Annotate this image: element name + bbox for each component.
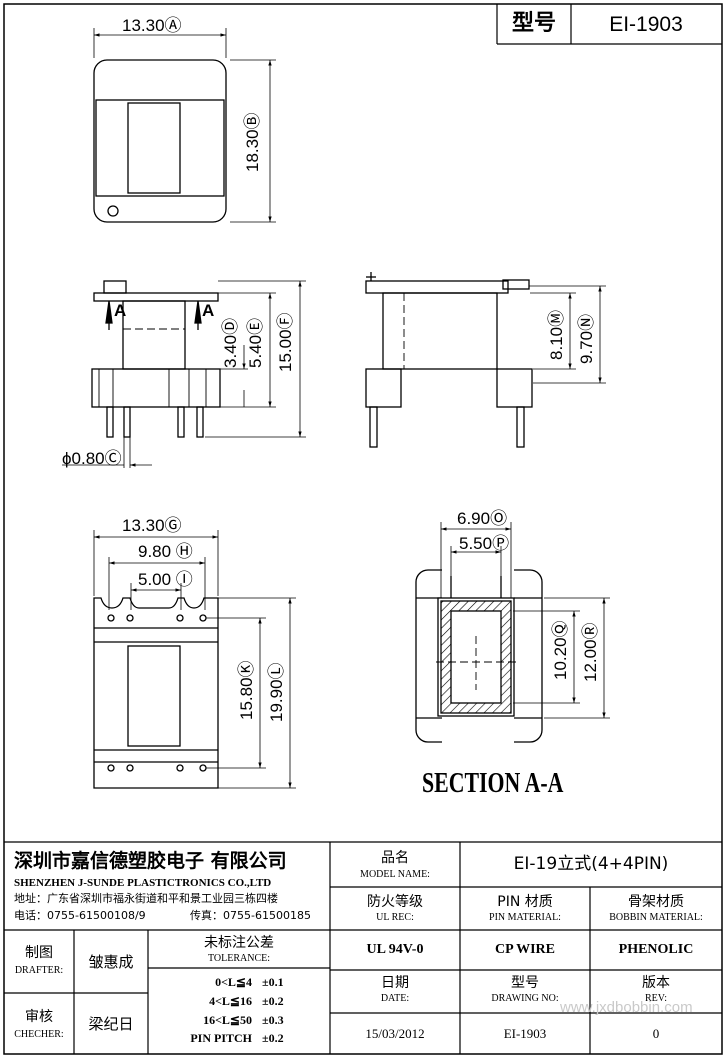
header-box — [496, 4, 722, 45]
checker-cn: 审核 — [25, 1009, 53, 1025]
drawing-no-en: DRAWING NO: — [491, 993, 559, 1004]
dim-q-label: 10.20Ⓠ — [551, 620, 570, 680]
checker-en: CHECHER: — [14, 1029, 64, 1040]
ul-rec-cn: 防火等级 — [367, 894, 423, 910]
tolerance-row: 16<L≦50 ±0.3 — [150, 1014, 328, 1031]
bobbin-material-en: BOBBIN MATERIAL: — [609, 912, 703, 923]
company-name-cn: 深圳市嘉信德塑胶电子 有限公司 — [14, 850, 287, 872]
date-en: DATE: — [380, 993, 410, 1004]
model-name-en: MODEL NAME: — [360, 869, 430, 880]
watermark: www.jxdbobbin.com — [560, 999, 693, 1016]
tolerance-row: 4<L≦16 ±0.2 — [150, 995, 328, 1012]
ul-rec-value: UL 94V-0 — [366, 942, 424, 957]
tolerance-range: 4<L≦16 — [209, 994, 252, 1008]
tolerance-range: 16<L≦50 — [203, 1013, 252, 1027]
pin-material-cn: PIN 材质 — [497, 894, 553, 910]
dim-g-label: 13.30Ⓖ — [122, 516, 182, 535]
company-address: 地址：广东省深圳市福永街道和平和景工业园三栋四楼 — [14, 892, 278, 905]
dim-f-label: 15.00Ⓕ — [276, 312, 295, 372]
tolerance-en: TOLERANCE: — [207, 953, 271, 964]
tolerance-row: PIN PITCH ±0.2 — [150, 1032, 328, 1049]
tolerance-row: 0<L≦4 ±0.1 — [150, 976, 328, 993]
company-fax: 传真：0755-61500185 — [190, 909, 311, 922]
date-value: 15/03/2012 — [365, 1026, 425, 1041]
pin-material-value: CP WIRE — [494, 942, 556, 957]
drafter-cn: 制图 — [25, 945, 53, 961]
side-view — [365, 272, 606, 448]
dim-k-label: 15.80Ⓚ — [237, 660, 256, 720]
tolerance-cn: 未标注公差 — [204, 935, 274, 951]
company-name-en: SHENZHEN J-SUNDE PLASTICTRONICS CO.,LTD — [14, 877, 272, 889]
dim-h-label: 9.80 Ⓗ — [138, 542, 193, 561]
checker-value: 梁纪日 — [88, 1015, 134, 1033]
bobbin-material-value: PHENOLIC — [618, 942, 694, 957]
dim-n-label: 9.70Ⓝ — [577, 313, 596, 364]
rev-value: 0 — [652, 1026, 660, 1041]
company-phone: 电话：0755-61500108/9 — [14, 909, 146, 922]
type-value: EI-1903 — [609, 13, 683, 36]
dim-d-label: 3.40Ⓓ — [221, 317, 240, 368]
dim-l-label: 19.90Ⓛ — [267, 662, 286, 722]
dim-p-label: 5.50Ⓟ — [459, 534, 510, 553]
dim-m-label: 8.10Ⓜ — [547, 309, 566, 360]
tolerance-range: PIN PITCH — [190, 1031, 252, 1045]
model-name-cn: 品名 — [381, 850, 409, 866]
tolerance-value: ±0.2 — [262, 1031, 284, 1045]
date-cn: 日期 — [381, 975, 409, 991]
dim-b-label: 18.30Ⓑ — [243, 112, 262, 172]
dim-o-label: 6.90Ⓞ — [457, 509, 508, 528]
bottom-view — [93, 530, 296, 789]
drawing-no-value: EI-1903 — [503, 1026, 547, 1041]
section-view — [415, 522, 610, 744]
front-view — [62, 280, 306, 468]
drafter-en: DRAFTER: — [14, 965, 64, 976]
section-title: SECTION A-A — [422, 768, 564, 799]
pin-material-en: PIN MATERIAL: — [489, 912, 561, 923]
drawing-no-cn: 型号 — [511, 975, 539, 991]
dim-e-label: 5.40Ⓔ — [246, 317, 265, 368]
section-mark-right: A — [202, 301, 215, 320]
drafter-value: 皱惠成 — [88, 953, 134, 971]
dim-r-label: 12.00Ⓡ — [581, 622, 600, 682]
type-label: 型号 — [511, 11, 556, 36]
dim-a-label: 13.30Ⓐ — [122, 16, 182, 35]
top-view — [93, 28, 276, 223]
tolerance-range: 0<L≦4 — [215, 975, 252, 989]
tolerance-value: ±0.1 — [262, 975, 284, 989]
section-mark-left: A — [114, 301, 127, 320]
rev-cn: 版本 — [642, 975, 670, 991]
tolerance-value: ±0.3 — [262, 1013, 284, 1027]
bobbin-material-cn: 骨架材质 — [628, 894, 684, 910]
sheet-border — [3, 3, 723, 1055]
model-name-value: EI-19立式(4+4PIN) — [513, 854, 669, 874]
title-block-grid — [4, 841, 722, 1054]
dim-c-label: ϕ0.80Ⓒ — [62, 449, 122, 468]
rev-en: REV: — [644, 993, 668, 1004]
ul-rec-en: UL REC: — [376, 912, 414, 923]
tolerance-value: ±0.2 — [262, 994, 284, 1008]
dim-i-label: 5.00 Ⓘ — [138, 570, 193, 589]
